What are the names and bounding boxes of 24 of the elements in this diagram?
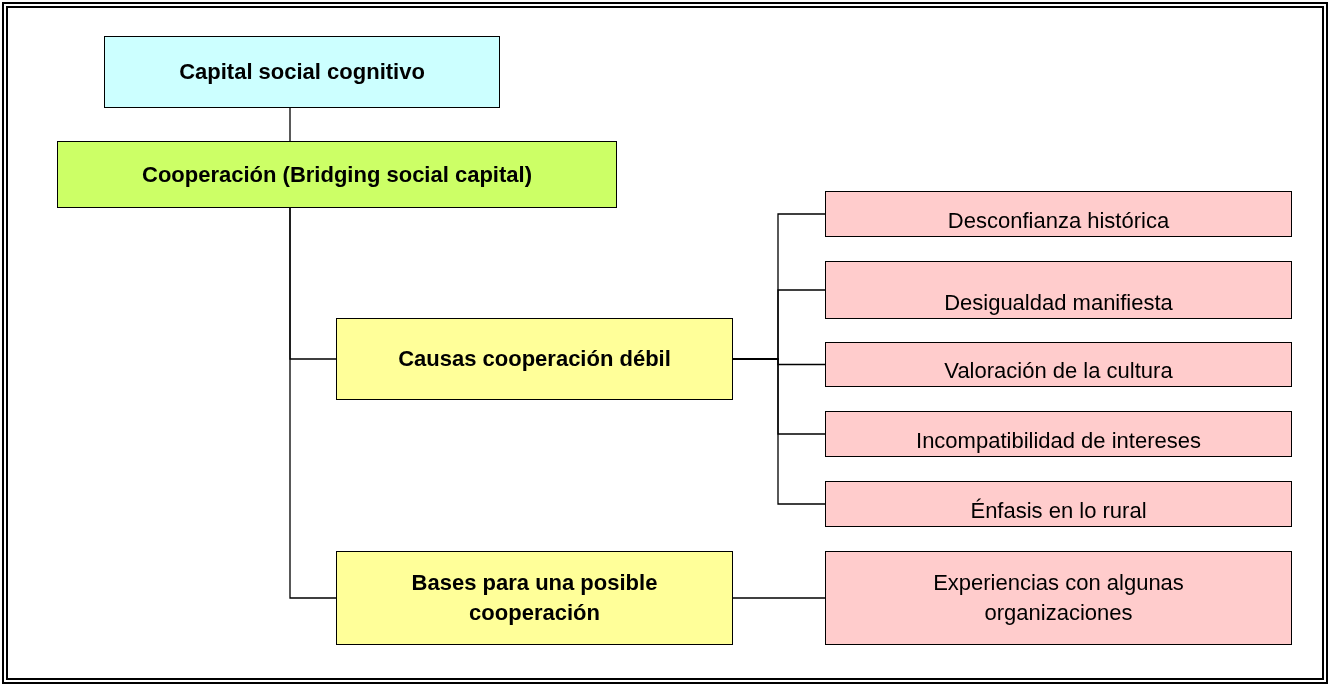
box-label: Bases para una posible cooperación xyxy=(410,569,659,627)
connector-line xyxy=(289,207,337,599)
category-box xyxy=(57,141,617,208)
box-label: Énfasis en lo rural xyxy=(970,497,1147,525)
branch-box xyxy=(336,318,733,400)
item-box xyxy=(825,342,1292,387)
item-box xyxy=(825,481,1292,527)
branch-box xyxy=(336,551,733,645)
item-box xyxy=(825,191,1292,237)
box-label: Desconfianza histórica xyxy=(947,207,1170,235)
box-label: Valoración de la cultura xyxy=(944,357,1173,385)
box-label: Desigualdad manifiesta xyxy=(944,289,1173,317)
title-box xyxy=(104,36,500,108)
box-label: Causas cooperación débil xyxy=(398,345,671,373)
item-box xyxy=(825,551,1292,645)
item-box xyxy=(825,261,1292,319)
item-box xyxy=(825,411,1292,457)
connector-line xyxy=(732,358,826,505)
connector-line xyxy=(732,597,826,599)
box-label: Experiencias con algunas organizaciones xyxy=(932,569,1185,627)
box-label: Capital social cognitivo xyxy=(179,58,425,86)
connector-line xyxy=(289,107,291,142)
box-label: Cooperación (Bridging social capital) xyxy=(142,160,532,189)
box-label: Incompatibilidad de intereses xyxy=(916,427,1201,455)
